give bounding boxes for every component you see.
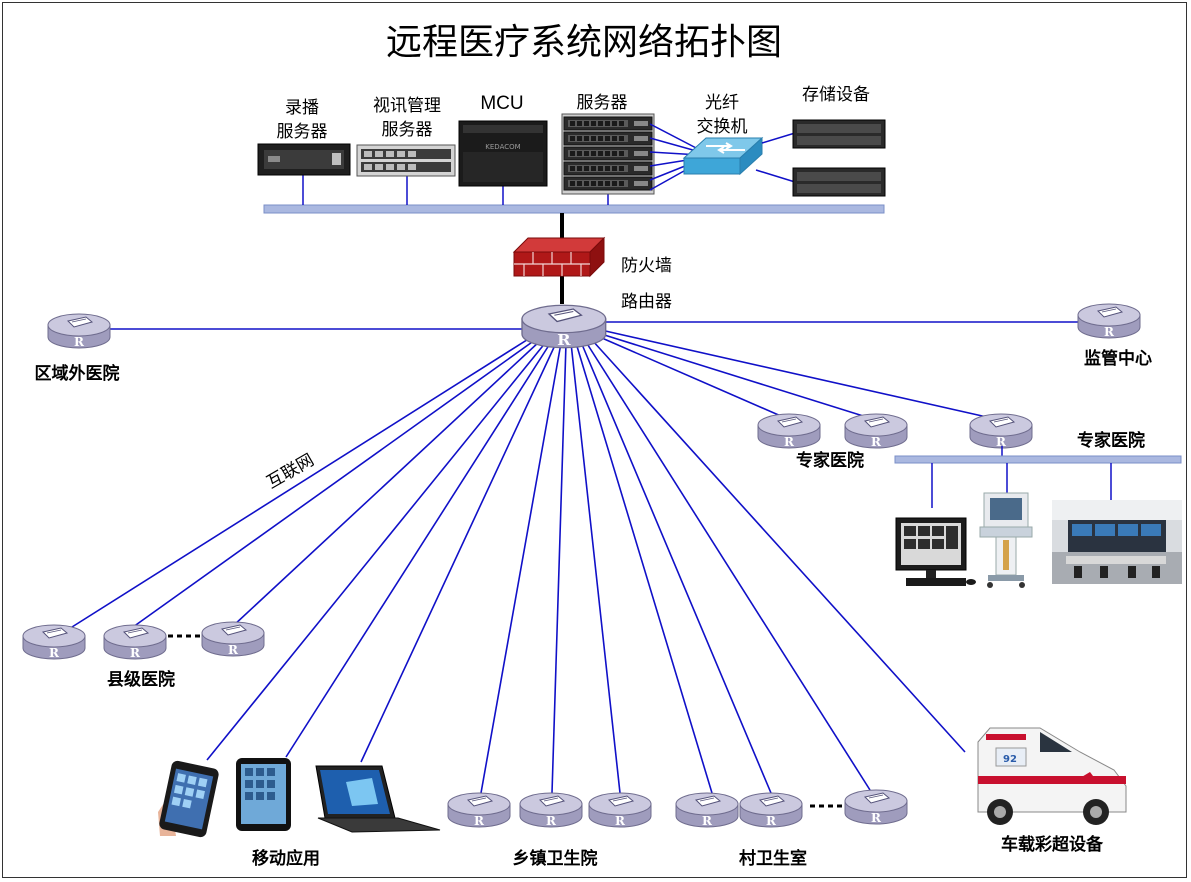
expert-router-2-icon xyxy=(844,413,908,450)
page-title: 远程医疗系统网络拓扑图 xyxy=(386,22,782,63)
switch-label-1: 光纤 xyxy=(705,93,739,113)
county-hospital-label: 县级医院 xyxy=(107,669,175,690)
video-mgmt-label-2: 服务器 xyxy=(382,120,433,140)
firewall-label: 防火墙 xyxy=(621,256,672,276)
mcu-chassis-icon: KEDACOM xyxy=(458,120,548,187)
township-router-2-icon xyxy=(519,792,583,829)
recorder-label-2: 服务器 xyxy=(277,122,328,142)
recorder-label-1: 录播 xyxy=(285,98,319,118)
township-router-3-icon xyxy=(588,792,652,829)
expert-router-3-icon xyxy=(969,413,1033,450)
tablet-icon xyxy=(236,758,291,831)
medical-workstation-icon xyxy=(895,517,976,586)
router-links xyxy=(71,321,1079,794)
fiber-switch-icon xyxy=(682,136,764,176)
township-router-1-icon xyxy=(447,792,511,829)
servers-label: 服务器 xyxy=(577,93,628,113)
expert-lan-bus xyxy=(894,455,1182,464)
firewall-icon xyxy=(512,236,606,278)
expert-router-1-icon xyxy=(757,413,821,450)
server-drop-links xyxy=(302,175,609,205)
switch-label-2: 交换机 xyxy=(697,117,748,137)
switch-storage-links xyxy=(755,132,796,183)
village-router-2-icon xyxy=(739,792,803,829)
video-mgmt-server-icon xyxy=(356,144,456,177)
supervision-router-icon xyxy=(1077,303,1141,340)
core-router-icon xyxy=(521,304,607,350)
vehicle-ultrasound-label: 车载彩超设备 xyxy=(1001,834,1104,855)
laptop-icon xyxy=(315,765,441,833)
recorder-server-icon xyxy=(257,143,351,176)
internet-label: 互联网 xyxy=(263,450,317,493)
outside-hospital-router-icon xyxy=(47,313,111,350)
village-clinic-label: 村卫生室 xyxy=(739,848,807,869)
expert-hospital-a-label: 专家医院 xyxy=(796,450,864,471)
supervision-center-label: 监管中心 xyxy=(1084,348,1152,369)
storage-array-icon xyxy=(792,119,886,197)
storage-label: 存储设备 xyxy=(802,85,870,105)
outside-hospital-label: 区域外医院 xyxy=(35,363,120,384)
svg-text:KEDACOM: KEDACOM xyxy=(485,143,520,151)
control-room-icon xyxy=(1052,500,1182,584)
mobile-app-label: 移动应用 xyxy=(252,848,320,869)
rack-server-stack-icon xyxy=(561,113,655,195)
smartphone-icon xyxy=(158,760,219,838)
mcu-label: MCU xyxy=(480,93,523,114)
county-router-3-icon xyxy=(201,621,265,658)
core-router-label: 路由器 xyxy=(621,292,672,312)
county-router-1-icon xyxy=(22,624,86,661)
village-router-3-icon xyxy=(844,789,908,826)
expert-hospital-b-label: 专家医院 xyxy=(1077,430,1145,451)
ambulance-icon: 92 xyxy=(977,727,1127,825)
ultrasound-cart-icon xyxy=(979,492,1033,588)
village-router-1-icon xyxy=(675,792,739,829)
county-router-2-icon xyxy=(103,624,167,661)
expert-lan-drops xyxy=(931,463,1112,508)
svg-text:92: 92 xyxy=(1003,754,1017,765)
server-lan-bus xyxy=(263,204,885,214)
township-clinic-label: 乡镇卫生院 xyxy=(513,848,598,869)
video-mgmt-label-1: 视讯管理 xyxy=(373,96,441,116)
